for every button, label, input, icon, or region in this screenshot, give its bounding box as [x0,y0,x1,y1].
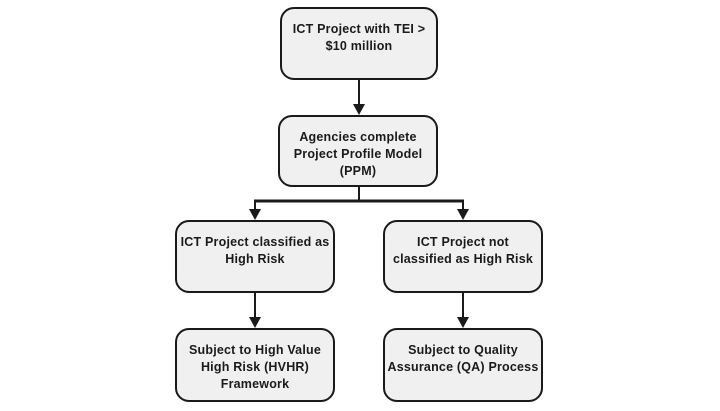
node-agencies-ppm: Agencies complete Project Profile Model … [278,115,438,187]
node-classified-high-risk-label: ICT Project classified as High Risk [180,235,330,266]
node-hvhr-framework: Subject to High Value High Risk (HVHR) F… [175,328,335,402]
branch-ppm [249,187,469,220]
arrow-tei-to-ppm [353,80,365,115]
node-classified-high-risk: ICT Project classified as High Risk [175,220,335,293]
node-not-classified-high-risk-label: ICT Project not classified as High Risk [392,235,534,266]
node-hvhr-framework-label: Subject to High Value High Risk (HVHR) F… [189,343,321,391]
node-not-classified-high-risk: ICT Project not classified as High Risk [383,220,543,293]
arrow-highrisk-to-hvhr [249,293,261,328]
node-tei-project: ICT Project with TEI > $10 million [280,7,438,80]
node-agencies-ppm-label: Agencies complete Project Profile Model … [293,130,423,178]
node-qa-process: Subject to Quality Assurance (QA) Proces… [383,328,543,402]
node-tei-project-label: ICT Project with TEI > $10 million [292,22,426,53]
node-qa-process-label: Subject to Quality Assurance (QA) Proces… [387,343,539,374]
arrow-nothigh-to-qa [457,293,469,328]
